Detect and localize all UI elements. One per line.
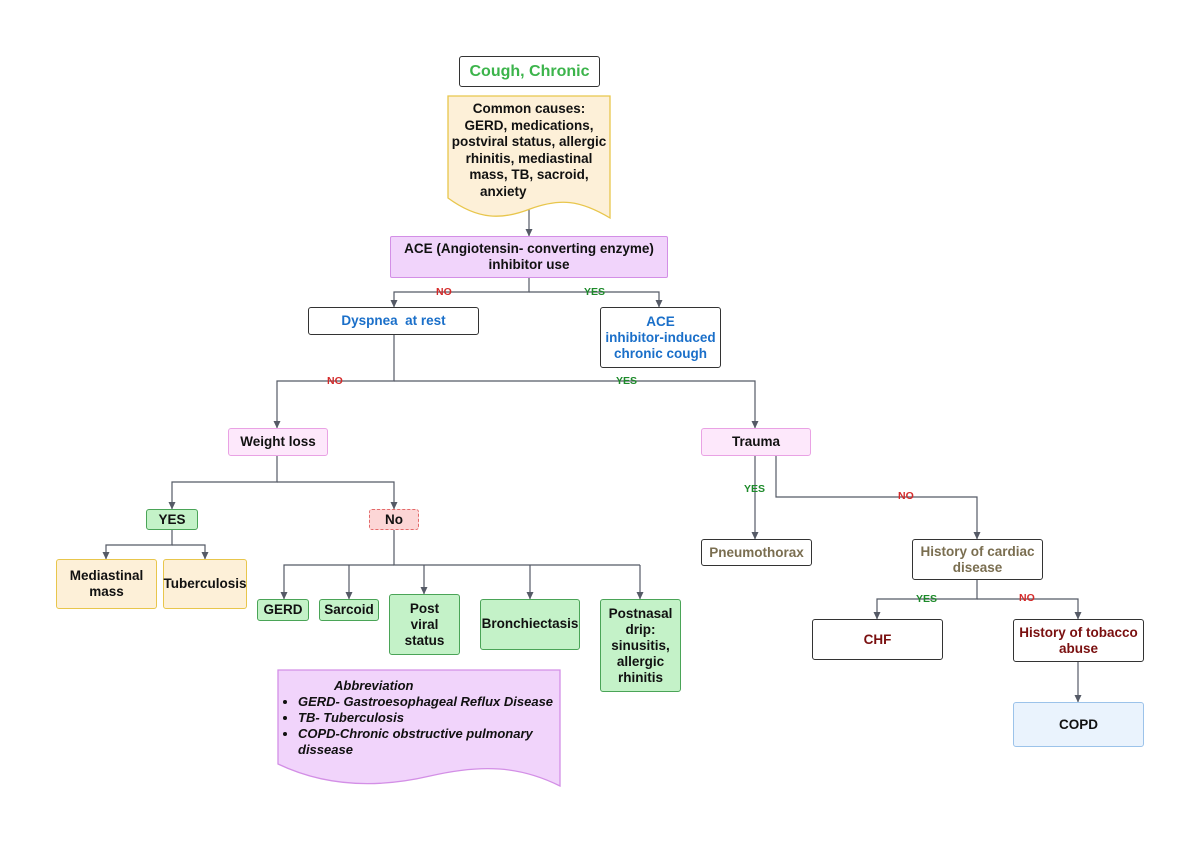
edge-label-cardiac-yes: YES [916,593,938,605]
common-causes-line-3: postviral status, allergic [451,134,607,149]
abbreviation-list: GERD- Gastroesophageal Reflux Disease TB… [284,694,559,758]
node-mediastinal-mass: Mediastinal mass [56,559,157,609]
cardiac-line-1: History of cardiac [920,543,1035,559]
edge-label-ace-yes: YES [584,286,606,298]
mediastinal-line-2: mass [89,584,124,599]
node-sarcoid: Sarcoid [319,599,379,621]
edge-ace-to-ace-cough [529,291,663,308]
edge-no-to-gerd [280,564,394,600]
tobacco-line-1: History of tobacco [1019,624,1138,640]
common-causes-line-1: Common causes: [472,101,586,116]
node-pneumothorax: Pneumothorax [701,539,812,566]
mediastinal-line-1: Mediastinal [69,568,144,583]
weight-loss-label: Weight loss [240,434,316,449]
common-causes-document-shape [447,95,611,220]
edge-label-trauma-yes: YES [744,483,766,495]
postnasal-line-3: sinusitis, [611,637,670,653]
post-viral-line-3: status [404,632,445,648]
node-chf: CHF [812,619,943,660]
abbreviation-title: Abbreviation [334,678,414,693]
common-causes-line-2: GERD, medications, [464,117,594,133]
postnasal-line-5: rhinitis [617,669,663,685]
no-box-label: No [385,511,403,527]
sarcoid-label: Sarcoid [324,602,374,617]
ace-use-line-1: ACE (Angiotensin- converting enzyme) [404,241,654,256]
ace-cough-line-2: inhibitor-induced [605,329,716,345]
abbreviation-item-tb: TB- Tuberculosis [298,710,559,726]
ace-cough-line-3: chronic cough [613,345,707,361]
node-common-causes: Common causes: GERD, medications, postvi… [448,101,610,200]
bronchiectasis-label: Bronchiectasis [481,616,579,631]
node-yes: YES [146,509,198,530]
node-ace-induced-cough: ACE inhibitor-induced chronic cough [600,307,721,368]
abbreviation-block: Abbreviation GERD- Gastroesophageal Refl… [284,678,559,758]
edge-trauma-to-cardiac [775,456,981,540]
edge-weight-to-yes [168,456,278,510]
node-postnasal-drip: Postnasal drip: sinusitis, allergic rhin… [600,599,681,692]
common-causes-line-4: rhinitis, mediastinal [465,150,593,166]
edge-label-ace-no: NO [436,286,452,298]
tuberculosis-label: Tuberculosis [163,576,247,591]
ace-use-line-2: inhibitor use [488,257,570,272]
node-post-viral-status: Post viral status [389,594,460,655]
cardiac-line-2: disease [952,559,1003,575]
edge-cardiac-to-chf [873,580,978,620]
chf-label: CHF [863,631,892,647]
edge-ace-to-dyspnea [390,278,530,308]
edge-weight-to-no [277,481,398,510]
copd-label: COPD [1058,716,1098,732]
node-copd: COPD [1013,702,1144,747]
edge-dyspnea-to-trauma [394,380,759,429]
node-tuberculosis: Tuberculosis [163,559,247,609]
abbreviation-item-copd: COPD-Chronic obstructive pulmonary disse… [298,726,559,758]
node-ace-inhibitor-use: ACE (Angiotensin- converting enzyme) inh… [390,236,668,278]
tobacco-line-2: abuse [1058,640,1099,656]
edge-label-trauma-no: NO [898,490,914,502]
common-causes-line-5: mass, TB, sacroid, [469,167,589,182]
edge-yes-to-mediastinal [102,530,173,560]
edge-cardiac-to-tobacco [977,598,1082,620]
dyspnea-label: Dyspnea at rest [341,313,446,328]
trauma-label: Trauma [731,434,781,449]
edge-label-dyspnea-yes: YES [616,375,638,387]
edge-label-cardiac-no: NO [1019,592,1035,604]
edge-dyspnea-to-weight [273,335,395,429]
node-tobacco-history: History of tobacco abuse [1013,619,1144,662]
gerd-label: GERD [263,602,303,617]
edge-yes-to-tuberculosis [172,544,209,560]
pneumothorax-label: Pneumothorax [709,544,804,560]
postnasal-line-1: Postnasal [608,605,673,621]
edge-no-branch-bus [393,530,640,566]
cough-chronic-label: Cough, Chronic [469,62,590,80]
node-cardiac-history: History of cardiac disease [912,539,1043,580]
common-causes-line-6: anxiety [480,183,527,199]
abbreviation-document-shape [277,669,561,788]
postnasal-line-2: drip: [625,621,656,637]
abbreviation-item-gerd: GERD- Gastroesophageal Reflux Disease [298,694,559,710]
node-weight-loss: Weight loss [228,428,328,456]
node-no: No [369,509,419,530]
edge-label-dyspnea-no: NO [327,375,343,387]
node-bronchiectasis: Bronchiectasis [480,599,580,650]
post-viral-line-2: viral [410,616,439,632]
post-viral-line-1: Post [409,600,440,616]
node-trauma: Trauma [701,428,811,456]
postnasal-line-4: allergic [616,653,665,669]
node-dyspnea-at-rest: Dyspnea at rest [308,307,479,335]
yes-box-label: YES [158,511,186,527]
ace-cough-line-1: ACE [646,313,675,329]
node-gerd: GERD [257,599,309,621]
node-cough-chronic: Cough, Chronic [459,56,600,87]
